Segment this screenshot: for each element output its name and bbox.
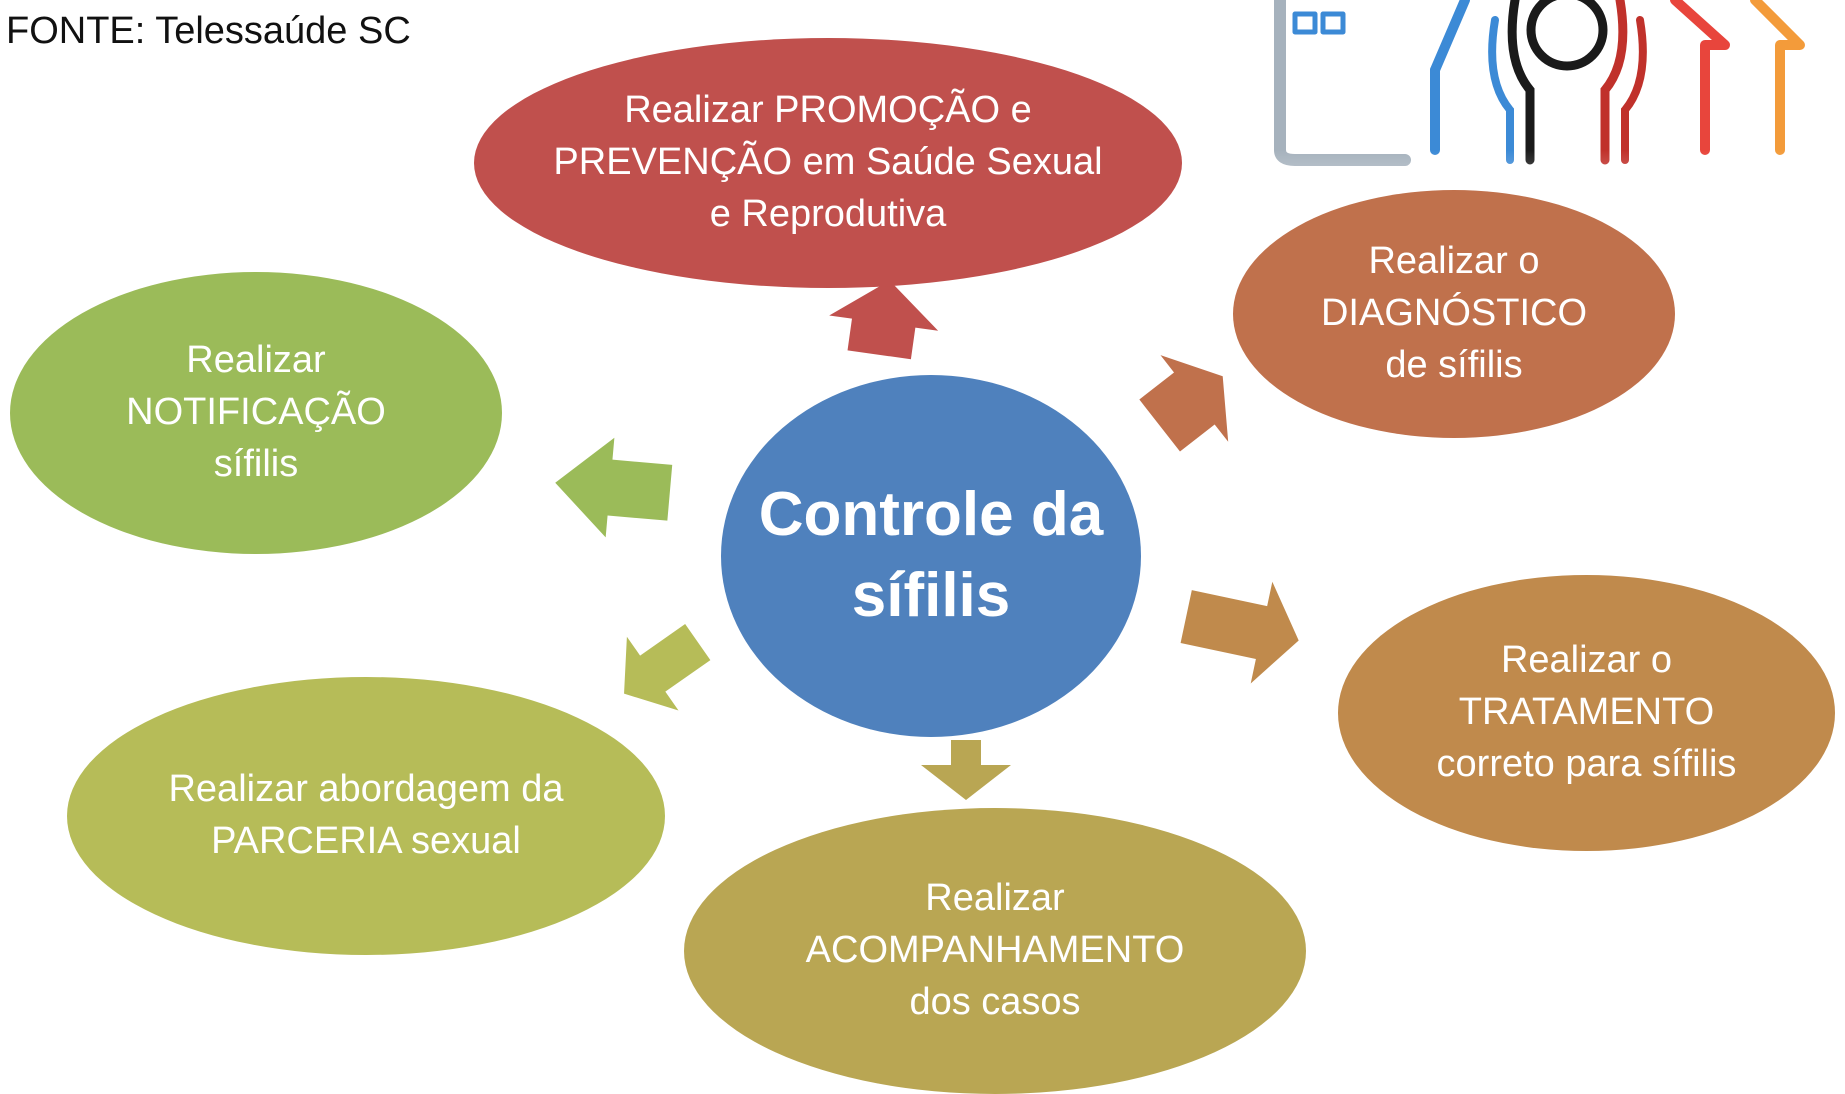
node-label: Realizar ACOMPANHAMENTO dos casos [805,877,1185,1023]
center-node-controle-sifilis: Controle da sífilis [721,375,1141,737]
arrow-to-notificacao [555,437,673,538]
node-label: Realizar o DIAGNÓSTICO de sífilis [1320,240,1588,386]
center-label: Controle da sífilis [758,480,1104,630]
arrow-to-acompanhamento [921,740,1011,800]
node-label: Realizar PROMOÇÃO e PREVENÇÃO em Saúde S… [553,89,1103,235]
arrow-to-promocao [829,280,939,360]
node-label: Realizar o TRATAMENTO correto para sífil… [1436,639,1737,785]
arrow-to-tratamento [1180,581,1299,684]
node-tratamento: Realizar o TRATAMENTO correto para sífil… [1338,575,1835,851]
node-acompanhamento: Realizar ACOMPANHAMENTO dos casos [684,808,1306,1094]
house-outline-icon [1274,0,1805,166]
node-promocao-prevencao: Realizar PROMOÇÃO e PREVENÇÃO em Saúde S… [474,38,1182,288]
node-parceria: Realizar abordagem da PARCERIA sexual [67,677,665,955]
node-notificacao: Realizar NOTIFICAÇÃO sífilis [10,272,502,554]
node-diagnostico: Realizar o DIAGNÓSTICO de sífilis [1233,190,1675,438]
people-hug-icon [1488,0,1647,165]
node-label: Realizar NOTIFICAÇÃO sífilis [126,339,386,485]
arrow-to-parceria [624,624,711,711]
arrow-to-diagnostico [1139,355,1229,452]
source-credit: FONTE: Telessaúde SC [6,10,411,52]
node-label: Realizar abordagem da PARCERIA sexual [168,768,564,862]
